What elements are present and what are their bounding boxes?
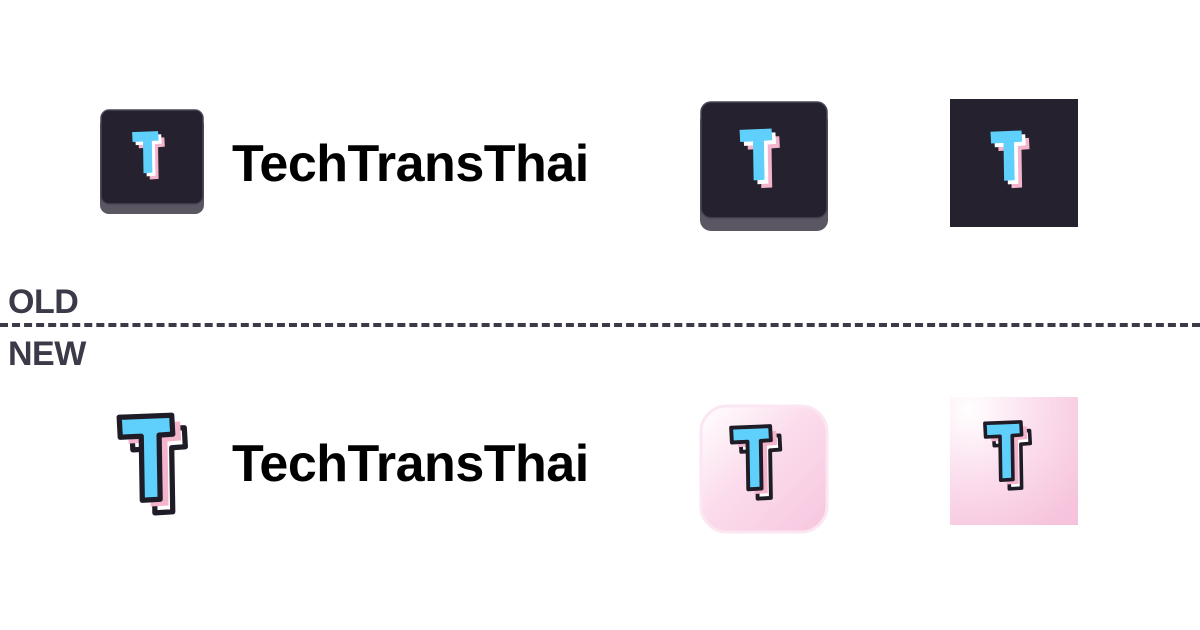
new-logo-icon bbox=[112, 408, 202, 520]
section-divider bbox=[0, 323, 1200, 327]
new-app-icon bbox=[699, 404, 829, 534]
old-logo-icon bbox=[100, 109, 204, 216]
new-wordmark: TechTransThai bbox=[232, 435, 589, 493]
old-square-icon bbox=[950, 99, 1078, 227]
old-section-label: OLD bbox=[8, 283, 79, 321]
old-wordmark: TechTransThai bbox=[232, 135, 589, 193]
old-app-icon bbox=[700, 101, 828, 232]
new-square-icon bbox=[950, 397, 1078, 525]
new-section-label: NEW bbox=[8, 335, 86, 373]
